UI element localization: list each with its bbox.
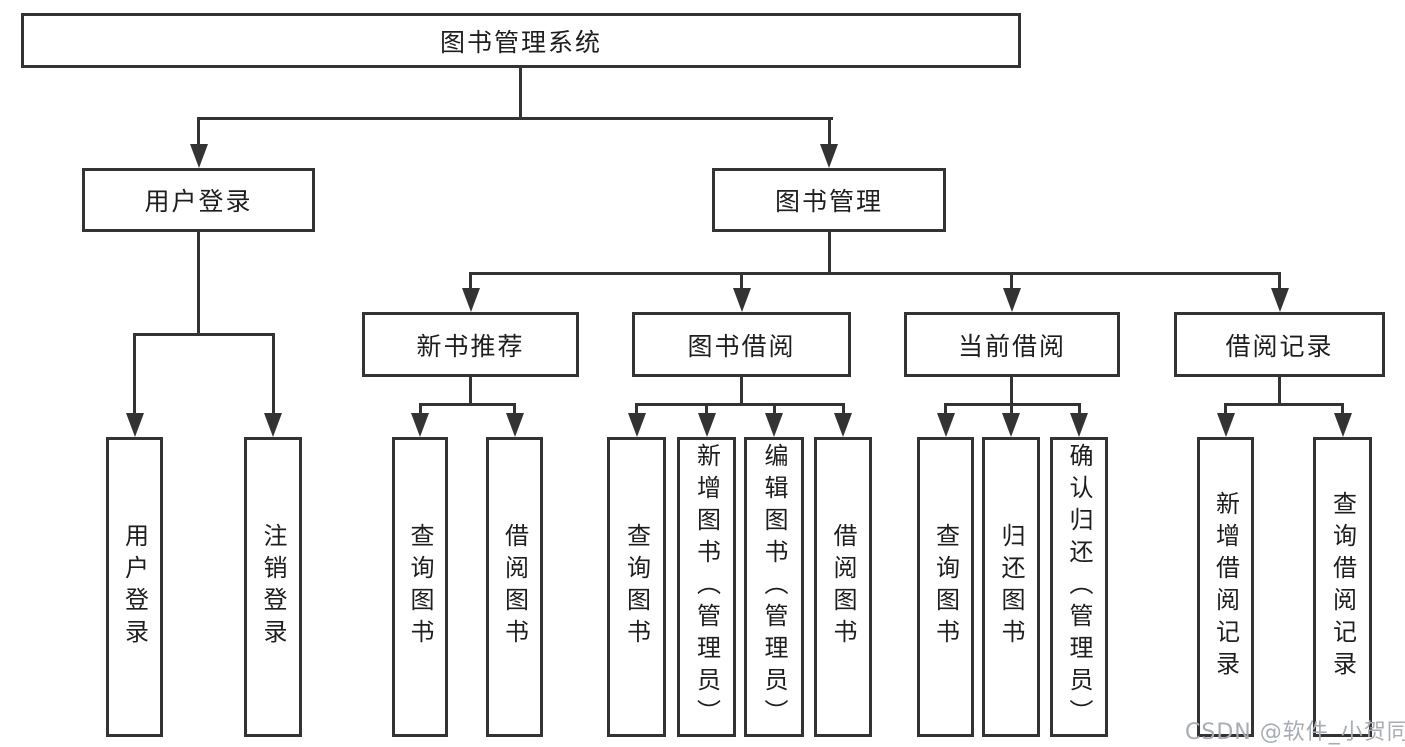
node-borrow-records: 借阅记录	[1174, 312, 1385, 377]
arrowhead-down-icon	[765, 413, 783, 437]
arrowhead-down-icon	[733, 288, 751, 312]
arrowhead-down-icon	[264, 413, 282, 437]
connector-h-line	[419, 403, 516, 406]
connector-h-line	[197, 117, 833, 120]
arrowhead-down-icon	[462, 288, 480, 312]
arrowhead-down-icon	[1334, 413, 1352, 437]
arrowhead-down-icon	[126, 413, 144, 437]
connector-v-line	[1278, 272, 1281, 290]
connector-v-line	[828, 117, 831, 147]
connector-v-line	[635, 403, 638, 415]
node-new-book-recommend: 新书推荐	[362, 312, 579, 377]
arrowhead-down-icon	[820, 144, 838, 168]
connector-v-line	[944, 403, 947, 415]
arrowhead-down-icon	[411, 413, 429, 437]
connector-h-line	[635, 403, 845, 406]
connector-v-line	[133, 333, 136, 415]
node-book-management: 图书管理	[712, 168, 946, 232]
arrowhead-down-icon	[698, 413, 716, 437]
leaf-br-query-record: 查询借阅记录	[1313, 437, 1372, 737]
arrowhead-down-icon	[190, 144, 208, 168]
connector-v-line	[469, 377, 472, 405]
connector-h-line	[133, 333, 275, 336]
leaf-bb-add-book-admin: 新增图书（管理员）	[677, 437, 736, 737]
arrowhead-down-icon	[506, 413, 524, 437]
connector-v-line	[842, 403, 845, 415]
arrowhead-down-icon	[937, 413, 955, 437]
connector-v-line	[1078, 403, 1081, 415]
connector-v-line	[1278, 377, 1281, 405]
connector-v-line	[513, 403, 516, 415]
connector-v-line	[1010, 377, 1013, 405]
node-library-management-system: 图书管理系统	[21, 13, 1021, 68]
connector-v-line	[272, 333, 275, 415]
connector-h-line	[1224, 403, 1344, 406]
connector-v-line	[197, 232, 200, 335]
leaf-bb-edit-book-admin: 编辑图书（管理员）	[744, 437, 804, 737]
leaf-bb-borrow-book: 借阅图书	[814, 437, 872, 737]
connector-v-line	[828, 232, 831, 274]
connector-v-line	[705, 403, 708, 415]
node-current-borrow: 当前借阅	[904, 312, 1120, 377]
connector-v-line	[773, 403, 776, 415]
connector-v-line	[197, 117, 200, 147]
arrowhead-down-icon	[834, 413, 852, 437]
arrowhead-down-icon	[1217, 413, 1235, 437]
connector-v-line	[1010, 403, 1013, 415]
csdn-watermark: CSDN @软件_小贺同学	[1185, 720, 1405, 745]
leaf-nb-borrow-book: 借阅图书	[486, 437, 543, 737]
leaf-cb-return-book: 归还图书	[982, 437, 1040, 737]
connector-v-line	[1010, 272, 1013, 290]
node-book-borrow: 图书借阅	[632, 312, 851, 377]
connector-h-line	[469, 272, 1281, 275]
arrowhead-down-icon	[628, 413, 646, 437]
leaf-logout: 注销登录	[244, 437, 302, 737]
connector-v-line	[1224, 403, 1227, 415]
arrowhead-down-icon	[1271, 288, 1289, 312]
leaf-user-login: 用户登录	[106, 437, 163, 737]
connector-v-line	[740, 272, 743, 290]
arrowhead-down-icon	[1003, 288, 1021, 312]
connector-v-line	[1341, 403, 1344, 415]
connector-v-line	[519, 68, 522, 120]
leaf-cb-query-book: 查询图书	[917, 437, 974, 737]
arrowhead-down-icon	[1002, 413, 1020, 437]
leaf-cb-confirm-return-admin: 确认归还（管理员）	[1050, 437, 1108, 737]
node-user-login: 用户登录	[82, 168, 315, 232]
leaf-br-add-record: 新增借阅记录	[1197, 437, 1254, 737]
connector-v-line	[740, 377, 743, 405]
connector-v-line	[469, 272, 472, 290]
leaf-bb-query-book: 查询图书	[607, 437, 666, 737]
arrowhead-down-icon	[1070, 413, 1088, 437]
leaf-nb-query-book: 查询图书	[392, 437, 448, 737]
connector-v-line	[419, 403, 422, 415]
